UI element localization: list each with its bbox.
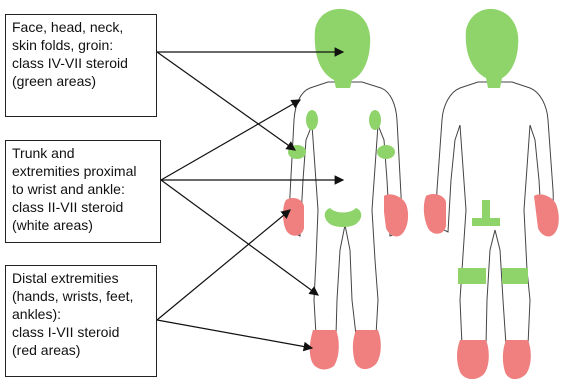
- back-right-knee-green: [502, 268, 528, 284]
- back-right-foot-red: [503, 340, 531, 379]
- back-right-hand-red: [534, 194, 559, 236]
- label-red-areas: Distal extremities (hands, wrists, feet,…: [5, 265, 157, 377]
- front-right-hand-red: [384, 194, 408, 236]
- front-head-green: [315, 9, 371, 88]
- front-right-foot-red: [353, 330, 381, 369]
- back-body-outline: [437, 82, 553, 345]
- back-left-foot-red: [457, 340, 489, 379]
- arrow-green-to-elbow: [157, 52, 295, 150]
- back-head-green: [466, 9, 519, 88]
- front-right-axilla-green: [369, 110, 381, 130]
- arrow-white-to-arm: [161, 100, 300, 180]
- label-white-areas: Trunk and extremities proximal to wrist …: [5, 140, 161, 243]
- front-right-elbow-green: [377, 145, 395, 159]
- front-left-hand-red: [283, 198, 304, 236]
- front-left-axilla-green: [306, 110, 318, 130]
- label-green-areas: Face, head, neck, skin folds, groin: cla…: [5, 14, 157, 117]
- front-figure: [283, 9, 408, 370]
- back-figure: [424, 9, 559, 379]
- front-left-foot-red: [310, 330, 339, 369]
- arrow-red-to-foot: [157, 320, 312, 348]
- back-left-knee-green: [458, 268, 486, 284]
- back-left-hand-red: [424, 194, 446, 234]
